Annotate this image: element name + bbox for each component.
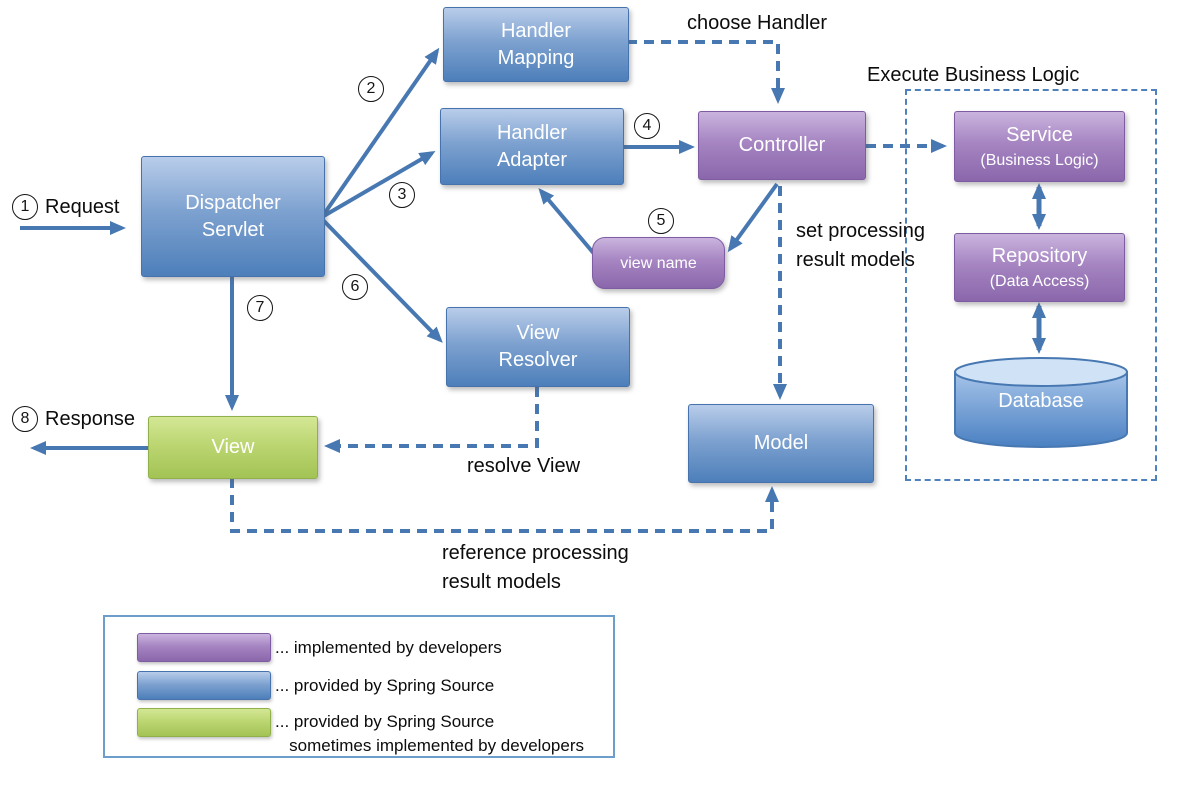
node-view-resolver: View Resolver xyxy=(446,307,630,387)
response-text: Response xyxy=(45,407,136,430)
dispatcher-servlet-label: Dispatcher Servlet xyxy=(185,191,281,241)
service-label: Service xyxy=(1006,124,1073,146)
arrow-dispatcher-to-handler-mapping xyxy=(320,47,440,219)
step-7-badge: 7 xyxy=(247,295,273,321)
node-dispatcher-servlet: Dispatcher Servlet xyxy=(141,156,325,277)
response-label: 8 Response xyxy=(12,406,135,432)
node-handler-mapping: Handler Mapping xyxy=(443,7,629,82)
model-label: Model xyxy=(753,432,809,454)
resolve-view-label: resolve View xyxy=(467,455,581,477)
database-label: Database xyxy=(998,390,1084,412)
request-text: Request xyxy=(45,195,120,218)
repository-label: Repository xyxy=(991,245,1088,267)
service-sublabel: (Business Logic) xyxy=(980,152,1099,169)
business-logic-group-box xyxy=(905,89,1157,481)
node-model: Model xyxy=(688,404,874,483)
node-controller: Controller xyxy=(698,111,866,180)
node-repository: Repository (Data Access) xyxy=(954,233,1125,302)
node-view: View xyxy=(148,416,318,479)
step-1-badge: 1 xyxy=(12,194,38,220)
legend-item-provided-by-spring: ... provided by Spring Source xyxy=(275,676,495,695)
request-label: 1 Request xyxy=(12,194,120,220)
arrow-view-name-to-handler-adapter xyxy=(538,187,598,258)
handler-mapping-label: Handler Mapping xyxy=(497,19,575,69)
legend-swatch-blue xyxy=(137,671,271,700)
node-view-name: view name xyxy=(592,237,725,289)
arrow-controller-to-view-name xyxy=(727,182,779,253)
legend-item-implemented-by-developers: ... implemented by developers xyxy=(275,638,502,657)
legend-swatch-purple xyxy=(137,633,271,662)
arrow-dispatcher-to-view-resolver xyxy=(320,217,443,343)
handler-adapter-label: Handler Adapter xyxy=(496,121,568,171)
controller-label: Controller xyxy=(738,134,826,156)
view-label: View xyxy=(211,436,255,458)
set-processing-label: set processing result models xyxy=(796,220,925,271)
arrow-dispatcher-to-handler-adapter xyxy=(320,150,436,219)
node-service: Service (Business Logic) xyxy=(954,111,1125,182)
arrow-view-to-model-reference xyxy=(230,478,779,533)
step-5-badge: 5 xyxy=(648,208,674,234)
view-name-label: view name xyxy=(620,254,697,272)
repository-sublabel: (Data Access) xyxy=(989,273,1090,290)
step-2-badge: 2 xyxy=(358,76,384,102)
step-8-badge: 8 xyxy=(12,406,38,432)
arrow-view-resolver-to-view xyxy=(324,387,539,453)
reference-processing-label: reference processing result models xyxy=(442,542,629,593)
node-handler-adapter: Handler Adapter xyxy=(440,108,624,185)
step-3-badge: 3 xyxy=(389,182,415,208)
view-resolver-label: View Resolver xyxy=(498,322,578,371)
step-4-badge: 4 xyxy=(634,113,660,139)
legend-swatch-green xyxy=(137,708,271,737)
choose-handler-label: choose Handler xyxy=(687,12,828,34)
arrow-choose-handler xyxy=(627,40,785,104)
legend: ... implemented by developers ... provid… xyxy=(103,615,615,758)
execute-business-logic-label: Execute Business Logic xyxy=(867,64,1080,86)
step-6-badge: 6 xyxy=(342,274,368,300)
legend-item-provided-sometimes-implemented: ... provided by Spring Source sometimes … xyxy=(275,712,584,755)
